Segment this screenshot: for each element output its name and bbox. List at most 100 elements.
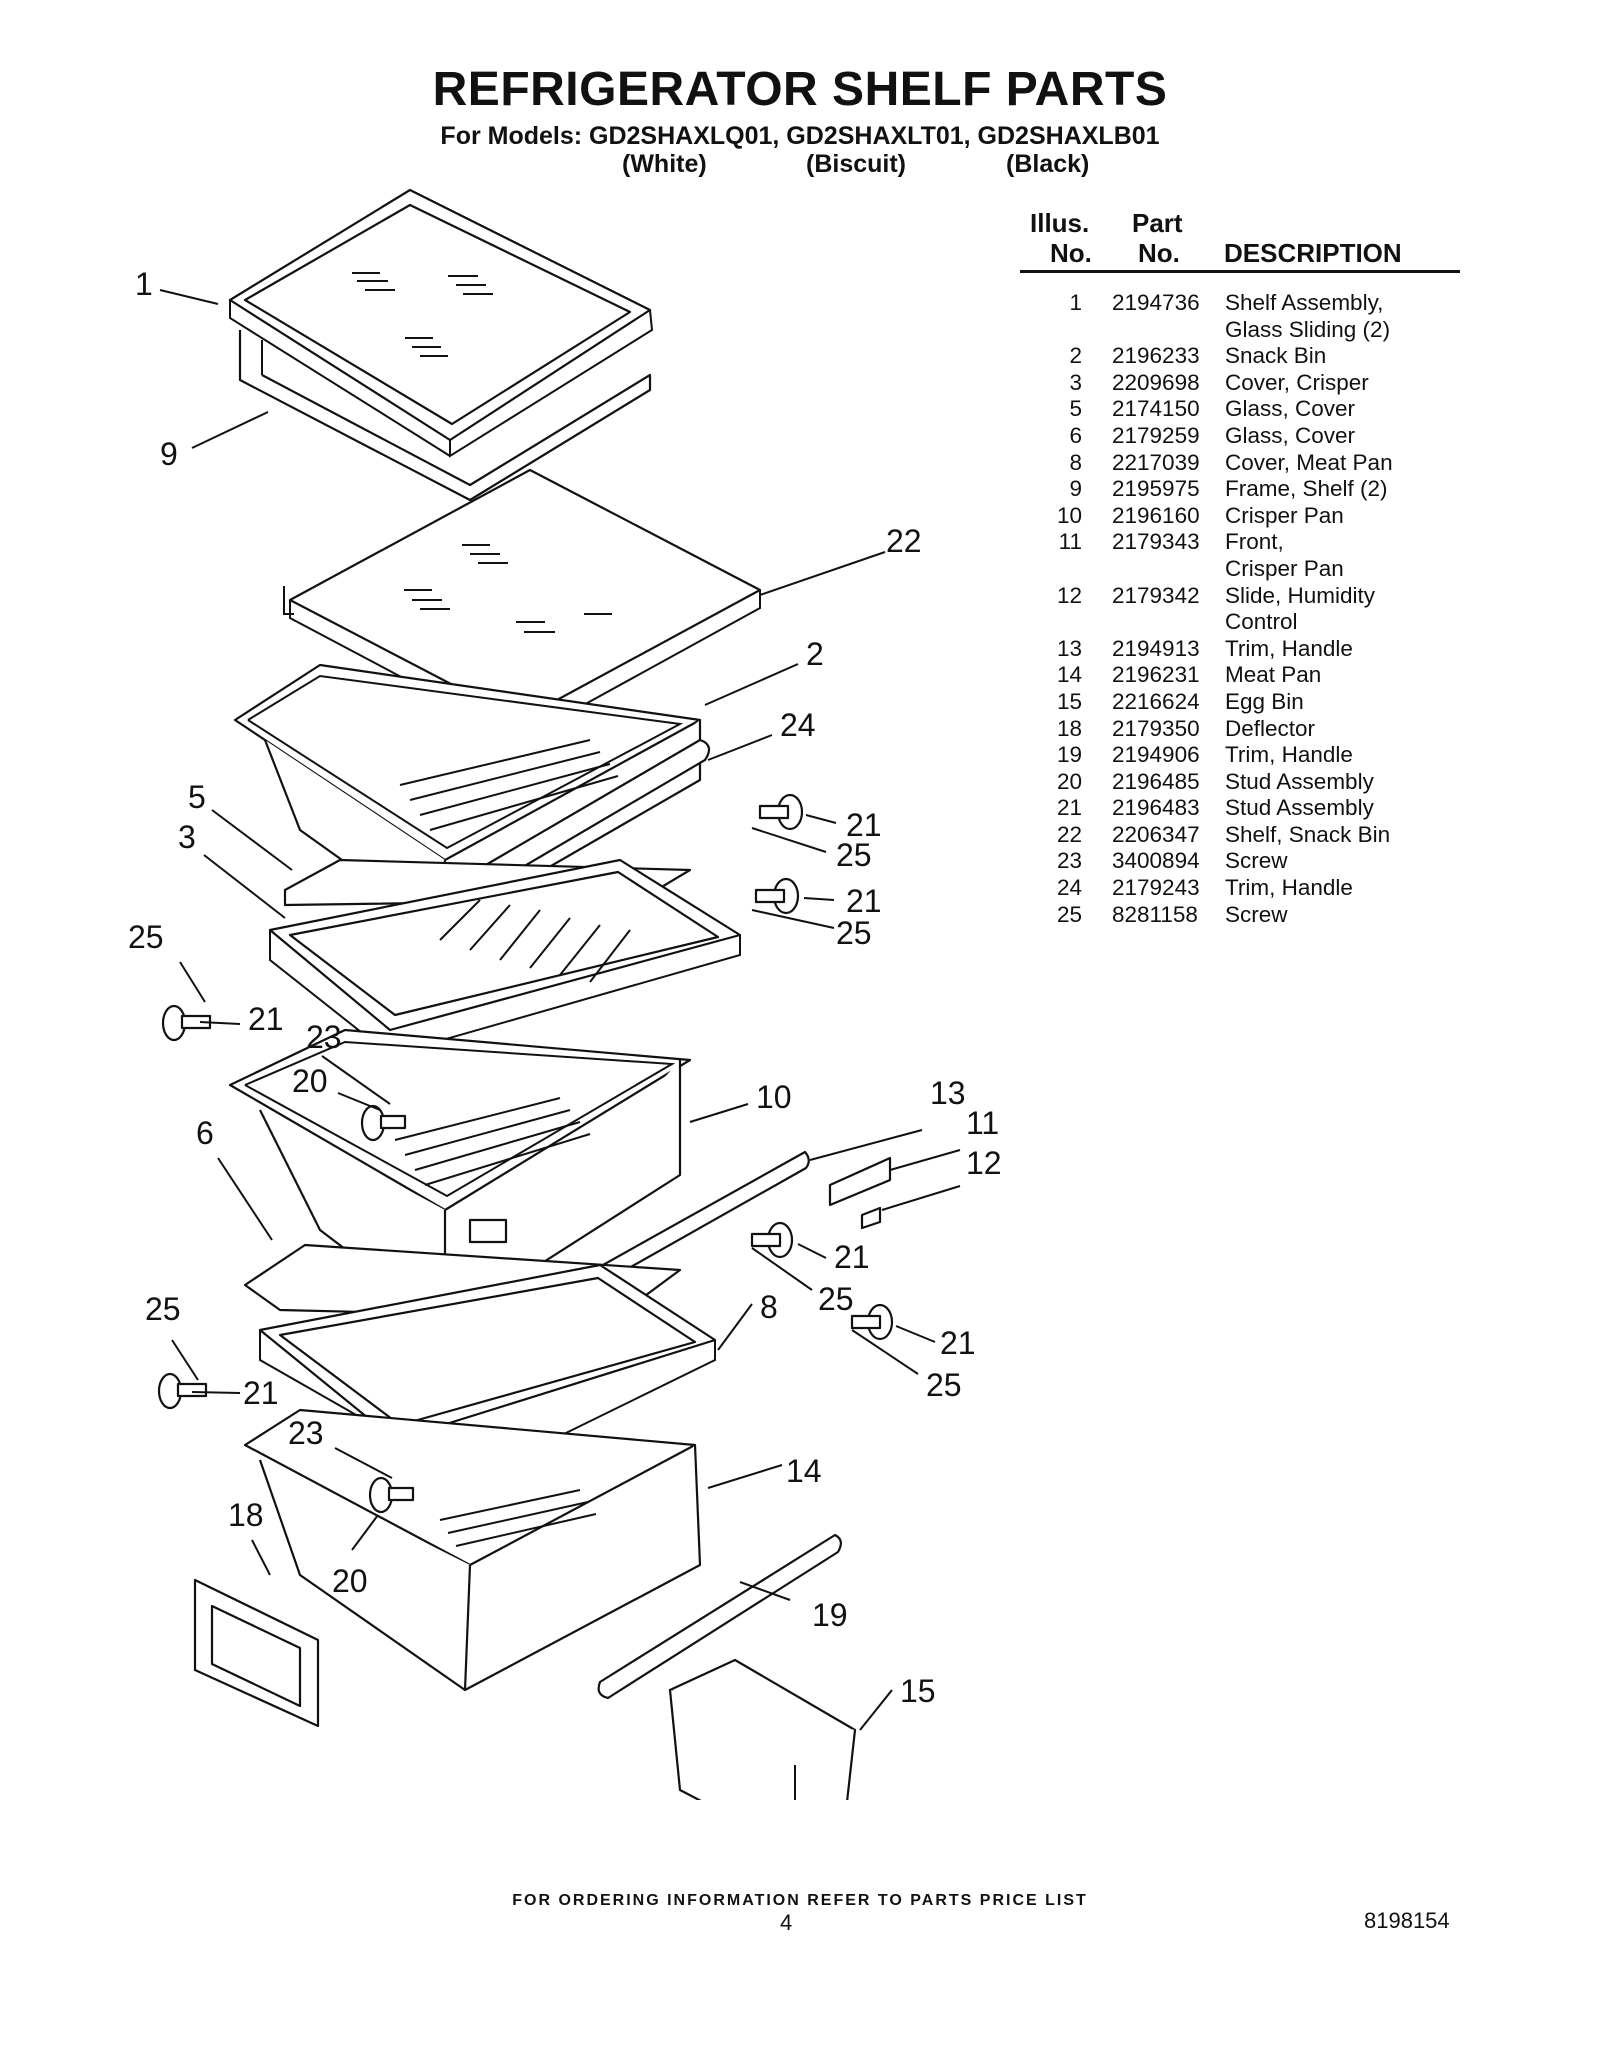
description-cell: Glass, Cover: [1225, 422, 1356, 448]
illus-no-cell: 8: [1069, 449, 1082, 475]
table-row: Control: [1020, 609, 1460, 636]
illus-no-cell: 18: [1056, 715, 1082, 741]
callout-25f: 25: [926, 1367, 962, 1403]
meat-pan-drawing: [243, 1408, 702, 1692]
table-row: 10 2196160 Crisper Pan: [1020, 503, 1460, 530]
part-no-cell: 2196160: [1112, 502, 1200, 528]
part-no-cell: 2179350: [1112, 715, 1200, 741]
description-cell: Glass, Cover: [1225, 396, 1356, 422]
part-no-cell: 2196483: [1112, 795, 1200, 821]
illus-no-cell: 20: [1056, 768, 1082, 794]
callout-6: 6: [196, 1115, 214, 1151]
part-no-cell: 2179259: [1112, 422, 1200, 448]
description-cell: Cover, Meat Pan: [1225, 449, 1393, 475]
crisper-front-drawing: [828, 1156, 892, 1207]
page-number: 4: [780, 1910, 793, 1935]
description-cell: Crisper Pan: [1225, 502, 1344, 528]
part-no-cell: 2196231: [1112, 662, 1200, 688]
illus-no-cell: 21: [1056, 795, 1082, 821]
description-cell: Shelf Assembly,: [1225, 290, 1384, 315]
meat-pan-cover-drawing: [258, 1263, 717, 1482]
description-cell: Trim, Handle: [1225, 742, 1353, 768]
illus-no-cell: 12: [1056, 582, 1082, 608]
finish-black: (Black): [1006, 150, 1090, 178]
table-row: 12 2179342 Slide, Humidity: [1020, 583, 1460, 610]
callout-25e: 25: [145, 1291, 181, 1327]
page-title: REFRIGERATOR SHELF PARTS: [432, 63, 1168, 116]
part-no-cell: 2179243: [1112, 875, 1200, 901]
callout-5: 5: [188, 779, 206, 815]
description-cell: Screw: [1225, 901, 1288, 927]
callout-23b: 23: [288, 1415, 324, 1451]
illus-no-cell: 3: [1069, 369, 1082, 395]
description-cell: Frame, Shelf (2): [1225, 476, 1388, 502]
callout-1: 1: [135, 266, 153, 302]
illus-no-cell: 14: [1056, 662, 1082, 688]
callout-25b: 25: [836, 915, 872, 951]
finish-white: (White): [622, 150, 707, 178]
humidity-slide-drawing: [860, 1206, 882, 1230]
description-cell: Control: [1225, 609, 1298, 635]
callout-3: 3: [178, 819, 196, 855]
callout-20a: 20: [292, 1063, 328, 1099]
model-list: For Models: GD2SHAXLQ01, GD2SHAXLT01, GD…: [440, 122, 1160, 150]
part-no-cell: 2196233: [1112, 343, 1200, 369]
egg-bin-drawing: [668, 1658, 857, 1800]
description-cell: Slide, Humidity: [1225, 582, 1376, 608]
callout-21c: 21: [248, 1001, 284, 1037]
part-no-cell: 2194736: [1112, 290, 1200, 315]
callout-21a: 21: [846, 807, 882, 843]
part-no-cell: 2194913: [1112, 635, 1200, 661]
callout-12: 12: [966, 1145, 1000, 1181]
callout-8: 8: [760, 1289, 778, 1325]
finish-biscuit: (Biscuit): [806, 150, 906, 178]
part-no-cell: 2196485: [1112, 768, 1200, 794]
illus-no-cell: 15: [1056, 688, 1082, 714]
callout-10: 10: [756, 1079, 792, 1115]
part-no-cell: 2216624: [1112, 688, 1200, 714]
exploded-parts-diagram: 1 9 22 2 24 5 3 21 25 21 25 25 21 23 20 …: [128, 188, 1000, 1800]
illus-no-cell: 22: [1056, 821, 1082, 847]
leader-lines: [159, 289, 961, 1731]
illus-no-cell: 10: [1056, 502, 1082, 528]
callout-21b: 21: [846, 883, 882, 919]
col-illus-line2: No.: [1050, 238, 1092, 268]
illus-no-cell: 6: [1069, 422, 1082, 448]
stud-hardware: [157, 793, 894, 1514]
callout-21d: 21: [834, 1239, 870, 1275]
illus-no-cell: 2: [1069, 343, 1082, 369]
callout-22: 22: [886, 523, 922, 559]
part-no-cell: 2179342: [1112, 582, 1200, 608]
table-row: 2 2196233 Snack Bin: [1020, 343, 1460, 370]
callout-25a: 25: [836, 837, 872, 873]
callout-25d: 25: [818, 1281, 854, 1317]
callout-15: 15: [900, 1673, 936, 1709]
illus-no-cell: 23: [1056, 848, 1082, 874]
part-no-cell: 2209698: [1112, 369, 1200, 395]
document-number: 8198154: [1364, 1908, 1450, 1933]
description-cell: Screw: [1225, 848, 1288, 874]
description-cell: Egg Bin: [1225, 688, 1304, 714]
shelf-assembly-drawing: [228, 188, 654, 458]
callout-21f: 21: [940, 1325, 976, 1361]
col-description: DESCRIPTION: [1224, 238, 1402, 268]
description-cell: Stud Assembly: [1225, 795, 1374, 821]
deflector-drawing: [193, 1578, 320, 1728]
description-cell: Snack Bin: [1225, 343, 1327, 369]
illus-no-cell: 19: [1056, 742, 1082, 768]
callout-18: 18: [228, 1497, 264, 1533]
callout-25c: 25: [128, 919, 164, 955]
part-no-cell: 2206347: [1112, 821, 1200, 847]
callout-14: 14: [786, 1453, 822, 1489]
